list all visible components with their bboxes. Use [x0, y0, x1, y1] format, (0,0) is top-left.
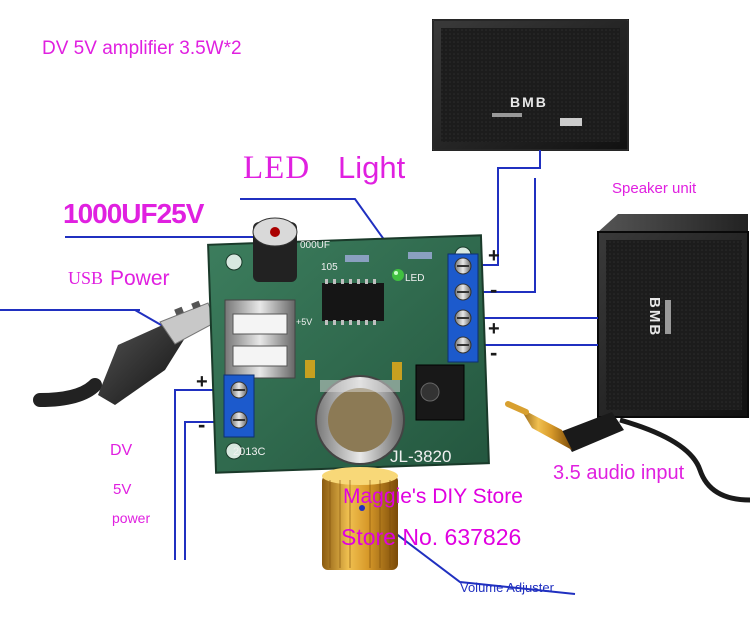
electrolytic-capacitor [252, 217, 298, 282]
store-number-label: Store No. 637826 [341, 524, 522, 550]
five-v-label: 5V [113, 481, 132, 498]
power-plus: + [196, 371, 208, 393]
polarity-marks: + - + - + - [196, 245, 500, 437]
board-model: JL-3820 [390, 447, 451, 466]
led-label: LED [243, 150, 311, 186]
resistor [345, 255, 369, 262]
board-year: 2013C [233, 446, 265, 458]
board-silk-5v: +5V [296, 317, 312, 327]
capacitor-label: 1000UF25V [63, 198, 204, 229]
resistor [408, 252, 432, 259]
side-speaker-brand: BMB [646, 297, 663, 337]
amplifier-board: JL-3820 2013C LED 000UF 105 +5V [207, 217, 490, 474]
small-capacitor [392, 362, 402, 380]
title-label: DV 5V amplifier 3.5W*2 [42, 38, 242, 59]
speaker-minus-1: - [490, 277, 497, 302]
led-indicator [392, 269, 404, 281]
small-capacitor [305, 360, 315, 378]
store-name-label: Maggie's DIY Store [343, 485, 523, 508]
usb-socket [224, 299, 296, 379]
speaker-unit-label: Speaker unit [612, 180, 697, 197]
audio-cable [505, 401, 750, 503]
amplifier-ic [322, 279, 384, 325]
board-silk-105: 105 [321, 262, 338, 273]
top-speaker-brand: BMB [510, 94, 548, 110]
potentiometer [315, 375, 405, 465]
usb-cable [33, 300, 217, 407]
power-minus: - [198, 412, 205, 437]
speaker-plus-1: + [488, 245, 500, 267]
board-silk-cap: 000UF [300, 240, 330, 251]
dc-power-label: power [112, 510, 151, 526]
side-speaker: BMB [597, 214, 749, 418]
light-label: Light [338, 150, 406, 185]
usb-label: USB [68, 268, 104, 288]
speaker-minus-2: - [490, 340, 497, 365]
speaker-plus-2: + [488, 318, 500, 340]
volume-adjuster-label: Volume Adjuster [460, 580, 554, 595]
volume-knob [322, 467, 398, 570]
usb-power-label: Power [110, 267, 170, 290]
audio-input-label: 3.5 audio input [553, 462, 685, 484]
power-terminal-block [223, 374, 255, 438]
top-speaker: BMB [432, 19, 629, 151]
speaker-terminal-block [447, 253, 479, 363]
dv-label: DV [110, 442, 133, 459]
board-silk-led: LED [405, 273, 424, 284]
audio-jack [415, 364, 465, 421]
